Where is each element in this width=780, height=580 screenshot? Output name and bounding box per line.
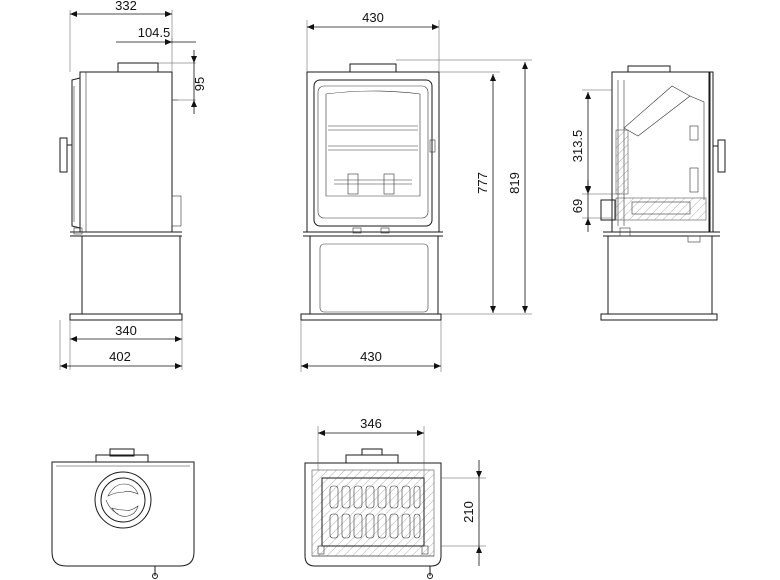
dim-side-flue-height: 95 [192,77,207,91]
top-view [51,448,195,579]
front-view-dimensions: 430 430 777 819 [300,10,532,372]
plan-view [304,448,442,579]
dim-side-top-width: 332 [115,0,137,13]
grate-slots [329,485,421,539]
dim-front-bottom-width: 430 [360,349,382,364]
dim-front-height-1: 777 [475,172,490,194]
dim-plan-width: 346 [360,416,382,431]
dim-front-top-width: 430 [362,10,384,25]
dim-side-flue-offset: 104.5 [138,25,171,40]
dim-section-height-1: 313.5 [570,130,585,163]
front-view [300,63,443,321]
dim-plan-depth: 210 [461,501,476,523]
section-view [600,65,726,321]
section-view-dimensions: 313.5 69 [570,89,620,232]
dim-side-base-inner: 340 [115,323,137,338]
side-view-dimensions: 332 104.5 95 340 402 [59,0,207,370]
side-view [59,62,183,321]
dim-front-height-2: 819 [507,172,522,194]
dim-side-base-outer: 402 [109,349,131,364]
plan-view-dimensions: 346 210 [317,416,486,566]
dim-section-height-2: 69 [570,199,585,213]
